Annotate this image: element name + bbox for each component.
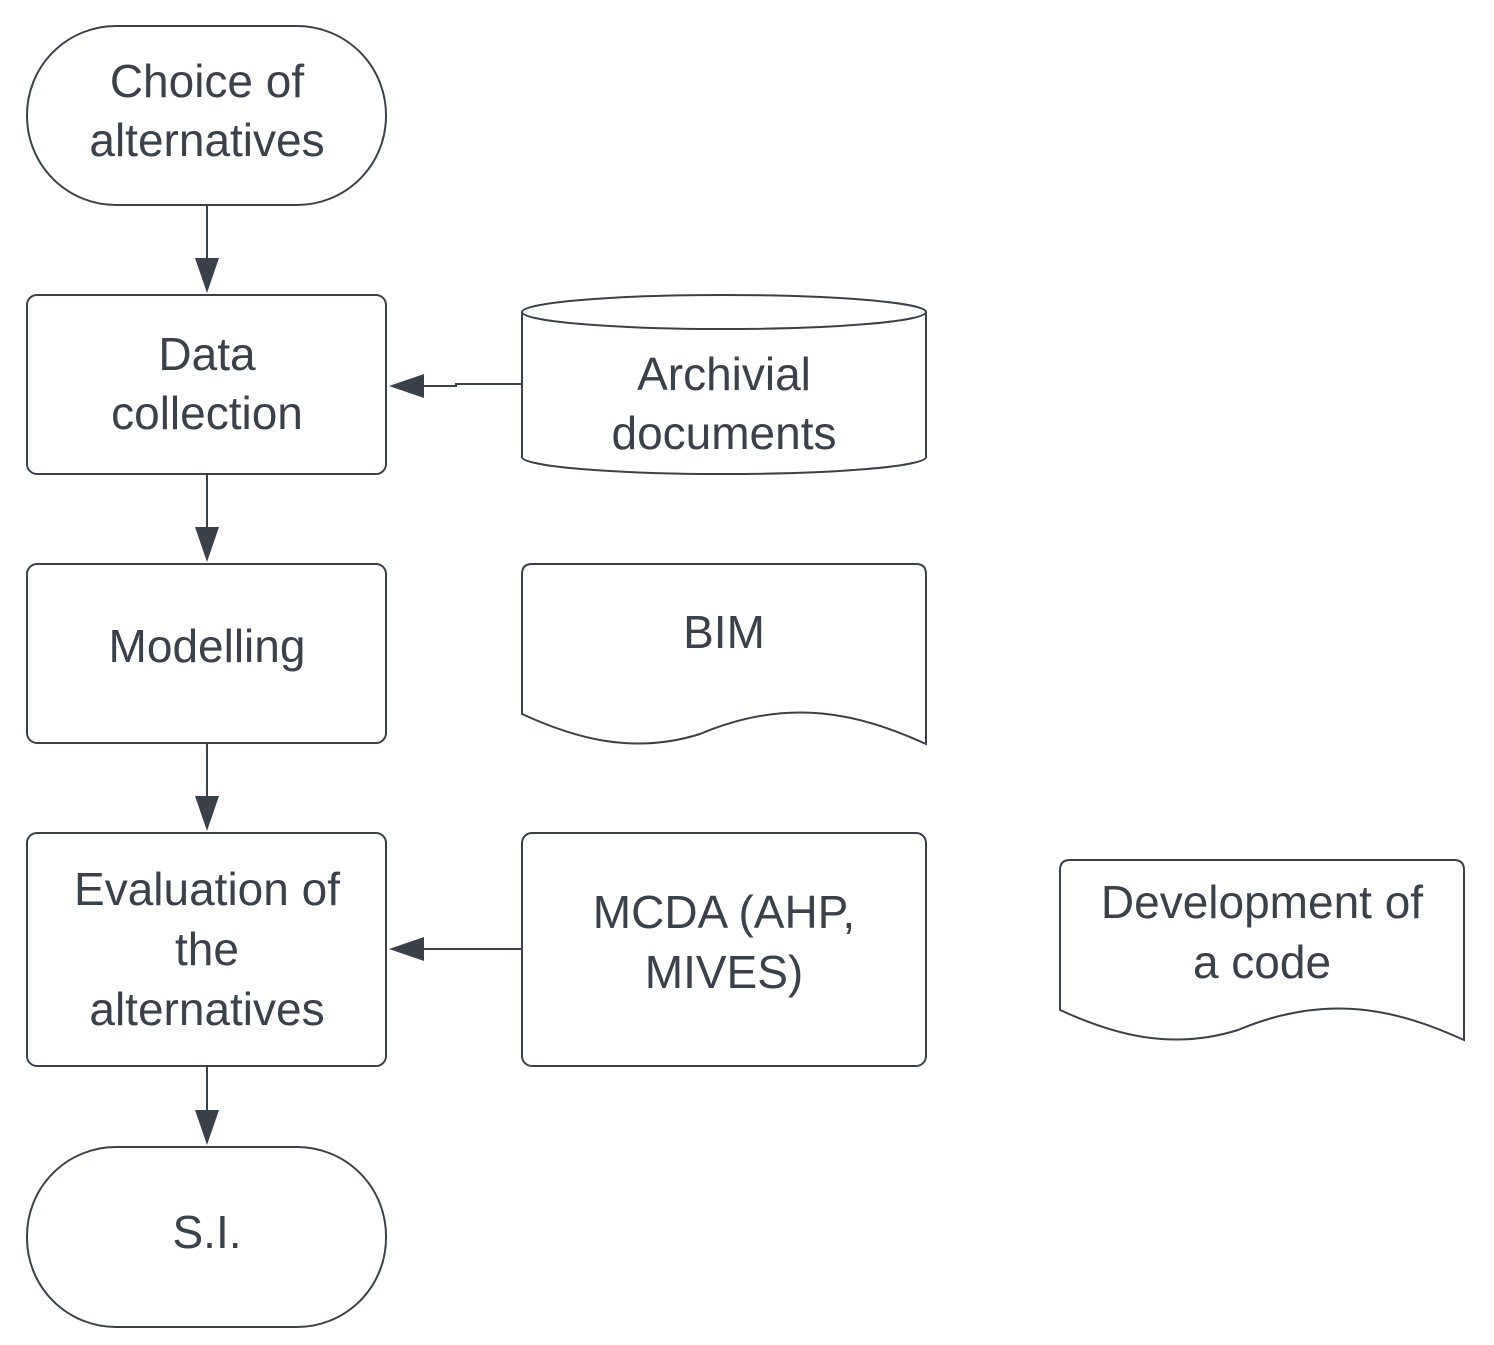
node-evaluation-line2: the bbox=[175, 923, 239, 975]
edge-archival-to-data-collection bbox=[389, 374, 522, 398]
edge-data-collection-to-modelling bbox=[195, 474, 219, 562]
node-modelling: Modelling bbox=[26, 563, 387, 744]
node-mcda: MCDA (AHP, MIVES) bbox=[521, 832, 927, 1067]
node-choice-line1: Choice of bbox=[110, 55, 305, 107]
node-evaluation-line1: Evaluation of bbox=[74, 863, 340, 915]
node-data-collection-line1: Data bbox=[158, 328, 256, 380]
edge-evaluation-to-si bbox=[195, 1066, 219, 1145]
node-data-collection-line2: collection bbox=[111, 387, 303, 439]
node-si: S.I. bbox=[26, 1146, 387, 1328]
edge-choice-to-data-collection bbox=[195, 205, 219, 293]
node-mcda-line2: MIVES) bbox=[645, 946, 803, 998]
node-si-line1: S.I. bbox=[172, 1206, 241, 1258]
node-development-of-code: Development of a code bbox=[1059, 859, 1465, 1042]
node-data-collection: Data collection bbox=[26, 294, 387, 475]
edge-modelling-to-evaluation bbox=[195, 743, 219, 831]
node-bim: BIM bbox=[521, 563, 927, 746]
edge-mcda-to-evaluation bbox=[389, 937, 522, 961]
node-mcda-line1: MCDA (AHP, bbox=[593, 886, 855, 938]
node-evaluation: Evaluation of the alternatives bbox=[26, 832, 387, 1067]
node-evaluation-line3: alternatives bbox=[89, 983, 324, 1035]
node-archival-line2: documents bbox=[611, 407, 836, 459]
node-archival-documents: Archivial documents bbox=[521, 294, 927, 475]
node-choice-of-alternatives: Choice of alternatives bbox=[26, 25, 387, 206]
node-bim-line1: BIM bbox=[683, 606, 765, 658]
node-modelling-line1: Modelling bbox=[109, 620, 306, 672]
node-choice-line2: alternatives bbox=[89, 114, 324, 166]
node-archival-line1: Archivial bbox=[637, 348, 811, 400]
node-code-line1: Development of bbox=[1101, 876, 1423, 928]
node-code-line2: a code bbox=[1193, 936, 1331, 988]
